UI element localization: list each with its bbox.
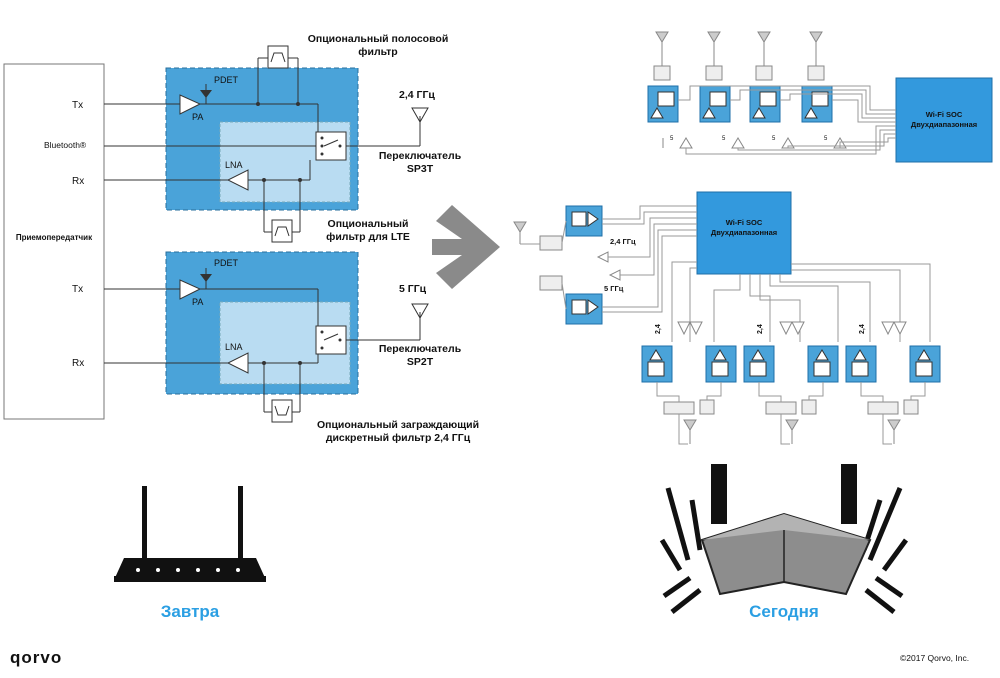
bandpass-filter-icon [267,45,289,69]
bandpass-filter-label-1: Опциональный полосовой [308,33,449,45]
transceiver-block: Приемопередатчик Tx Bluetooth® Rx Tx Rx [3,63,105,420]
transceiver-label: Приемопередатчик [16,233,93,242]
right-middle: Wi-Fi SOC Двухдиапазонная 2,4 ГГц 5 ГГц [513,191,792,325]
router-today-icon [659,464,909,614]
vt-5-4: 5 [824,136,828,142]
antenna-5ghz-icon [411,303,429,320]
pa-label: PA [192,112,203,122]
rx-label: Rx [72,176,84,187]
bandpass-filter-label-2: фильтр [358,46,397,58]
pa2-label: PA [192,297,203,307]
pdet-label: PDET [214,75,239,85]
vt-5-2: 5 [722,136,726,142]
soc-top-label-1: Wi-Fi SOC [926,110,963,119]
caption-today: Сегодня [749,602,819,621]
notch-filter-icon [271,399,293,423]
pdet2-label: PDET [214,258,239,268]
notch-filter-label-2: дискретный фильтр 2,4 ГГц [326,432,471,444]
soc-middle [696,191,792,275]
vt-5-3: 5 [772,136,776,142]
sp3t-label-2: SP3T [407,163,434,175]
lna-label: LNA [225,160,243,170]
caption-tomorrow: Завтра [161,602,220,621]
sp3t-label-1: Переключатель [379,150,462,162]
fem-col-1: 5 [647,31,693,149]
lna2-label: LNA [225,342,243,352]
fem-col-2: 5 [699,31,745,149]
router-tomorrow-icon [114,486,266,582]
sp2t-label-2: SP2T [407,356,434,368]
qorvo-logo: qorvo [10,648,62,667]
lte-filter-label-1: Опциональный [328,218,409,230]
rx2-label: Rx [72,358,84,369]
fem-col-3: 5 [749,31,795,149]
fem-module-24ghz: PA PDET LNA [104,45,429,243]
fem-module-5ghz: PA PDET LNA [104,251,429,423]
sp2t-label-1: Переключатель [379,343,462,355]
vt-24-3: 2,4 [859,324,866,334]
bluetooth-label: Bluetooth® [44,140,87,150]
copyright-text: ©2017 Qorvo, Inc. [900,653,969,663]
pa-amplifier [179,94,202,115]
vt-5-1: 5 [670,136,674,142]
soc-mid-label-2: Двухдиапазонная [711,228,777,237]
soc-top [895,77,993,163]
vt-24-2: 2,4 [757,324,764,334]
tx-label: Tx [72,100,83,111]
soc-mid-label-1: Wi-Fi SOC [726,218,763,227]
mid-label-5: 5 ГГц [604,284,624,293]
pa2-amplifier [179,279,202,300]
tx2-label: Tx [72,284,83,295]
right-bottom-row: 2,4 2,4 2,4 [641,261,941,445]
antenna-24ghz-icon [411,107,429,124]
mid-label-24: 2,4 ГГц [610,237,636,246]
freq-5-label: 5 ГГц [399,283,427,295]
transition-arrow-icon [432,205,500,289]
freq-24-label: 2,4 ГГц [399,89,435,101]
lte-filter-label-2: фильтр для LTE [326,231,410,243]
soc-top-label-2: Двухдиапазонная [911,120,977,129]
vt-24-1: 2,4 [655,324,662,334]
fem-col-4: 5 [801,31,847,149]
right-top-row: Wi-Fi SOC Двухдиапазонная 5 5 [647,31,993,163]
lte-filter-icon [271,219,293,243]
notch-filter-label-1: Опциональный заграждающий [317,419,479,431]
